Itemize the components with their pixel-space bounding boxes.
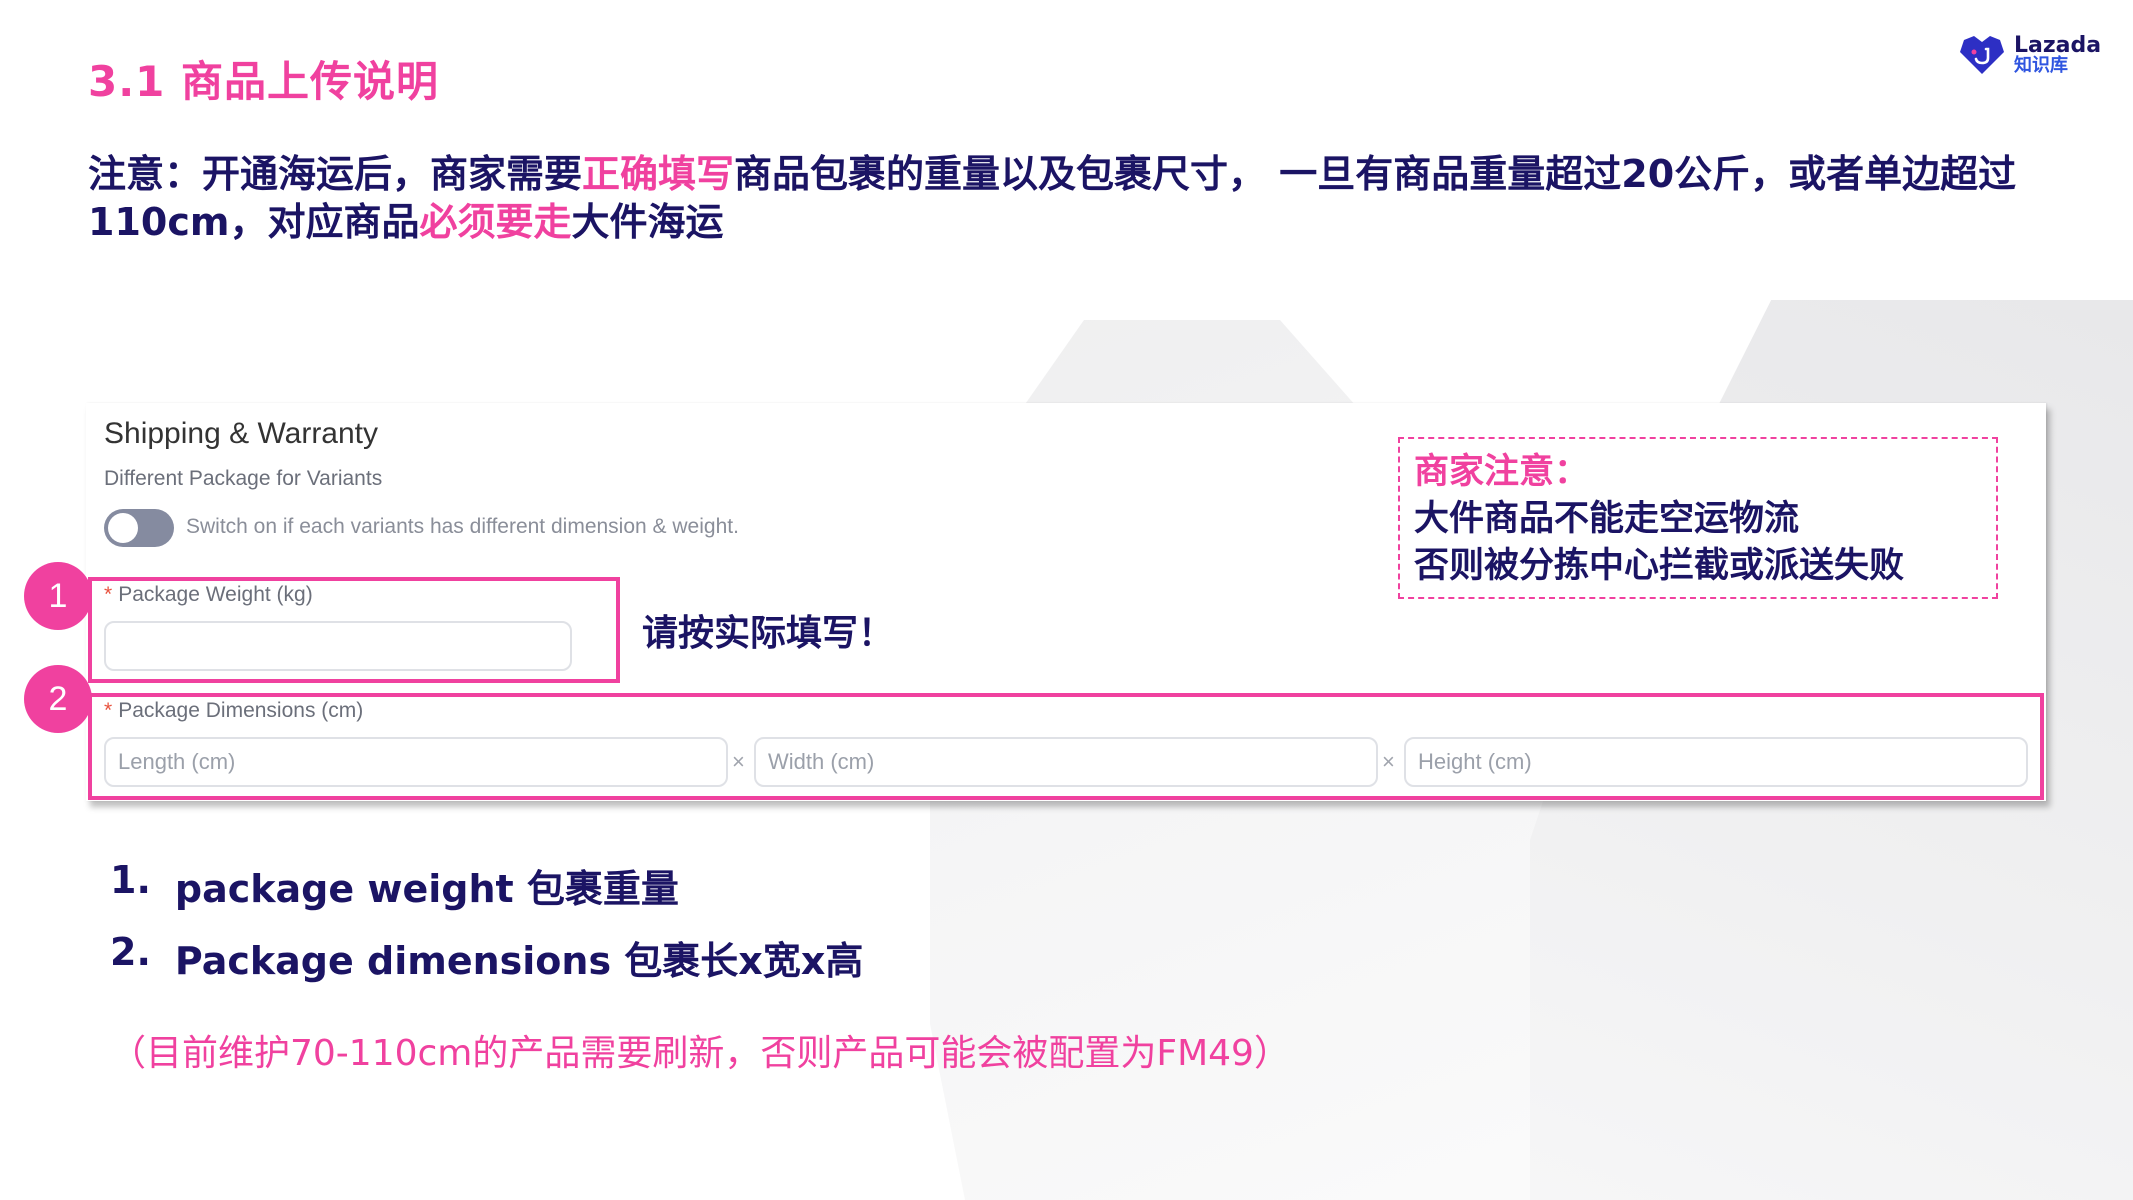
merchant-warning-box: 商家注意： 大件商品不能走空运物流 否则被分拣中心拦截或派送失败 (1398, 437, 1998, 599)
warning-title: 商家注意： (1414, 452, 1590, 492)
logo-brand: Lazada (2014, 33, 2102, 58)
warning-line: 大件商品不能走空运物流 (1414, 499, 1800, 539)
notice-highlight: 正确填写 (582, 152, 735, 196)
notice-text: 注意：开通海运后，商家需要正确填写商品包裹的重量以及包裹尺寸， 一旦有商品重量超… (88, 150, 2028, 246)
list-item: 2. Package dimensions 包裹长x宽x高 (110, 930, 863, 1002)
notice-part: 注意：开通海运后，商家需要 (88, 152, 583, 196)
label-text: Package Dimensions (cm) (118, 699, 364, 722)
required-mark: * (104, 583, 113, 606)
package-weight-input[interactable] (104, 621, 572, 671)
list-item: 1. package weight 包裹重量 (110, 858, 863, 930)
refresh-note: （目前维护70-110cm的产品需要刷新，否则产品可能会被配置为FM49） (110, 1033, 1290, 1074)
variants-label: Different Package for Variants (104, 467, 383, 490)
list-number: 2. (110, 930, 151, 974)
warning-line: 否则被分拣中心拦截或派送失败 (1414, 546, 1905, 586)
length-input[interactable] (104, 737, 728, 787)
lazada-logo: Lazada 知识库 (1960, 34, 2101, 76)
list-text: Package dimensions 包裹长x宽x高 (174, 939, 864, 983)
variants-package-toggle[interactable] (104, 509, 174, 547)
step-badge-2: 2 (24, 665, 92, 733)
width-input[interactable] (754, 737, 1378, 787)
label-text: Package Weight (kg) (118, 583, 313, 606)
required-mark: * (104, 699, 113, 722)
list-text: package weight 包裹重量 (174, 867, 679, 911)
list-number: 1. (110, 858, 151, 902)
package-dimensions-label: *Package Dimensions (cm) (104, 699, 363, 723)
panel-title: Shipping & Warranty (104, 417, 379, 450)
times-separator: × (732, 749, 745, 774)
dimensions-highlight-box (88, 693, 2044, 800)
notice-highlight: 必须要走 (419, 200, 572, 244)
page-title: 3.1 商品上传说明 (88, 57, 440, 106)
step-badge-1: 1 (24, 562, 92, 630)
notice-part: 商品包裹的重量以及包裹尺寸， 一旦有商品重量超过20公斤，或者单边超过110cm… (88, 152, 2017, 244)
weight-highlight-box (88, 577, 620, 683)
notice-part: 大件海运 (571, 200, 724, 244)
lazada-heart-icon (1960, 35, 2004, 74)
logo-subtitle: 知识库 (2014, 55, 2068, 77)
toggle-hint: Switch on if each variants has different… (186, 515, 739, 538)
shipping-warranty-panel: Shipping & Warranty Different Package fo… (86, 403, 2046, 801)
toggle-knob (108, 513, 138, 543)
fill-hint: 请按实际填写！ (642, 613, 895, 654)
field-explanation-list: 1. package weight 包裹重量 2. Package dimens… (110, 858, 863, 1002)
height-input[interactable] (1404, 737, 2028, 787)
package-weight-label: *Package Weight (kg) (104, 583, 313, 607)
times-separator: × (1382, 749, 1395, 774)
